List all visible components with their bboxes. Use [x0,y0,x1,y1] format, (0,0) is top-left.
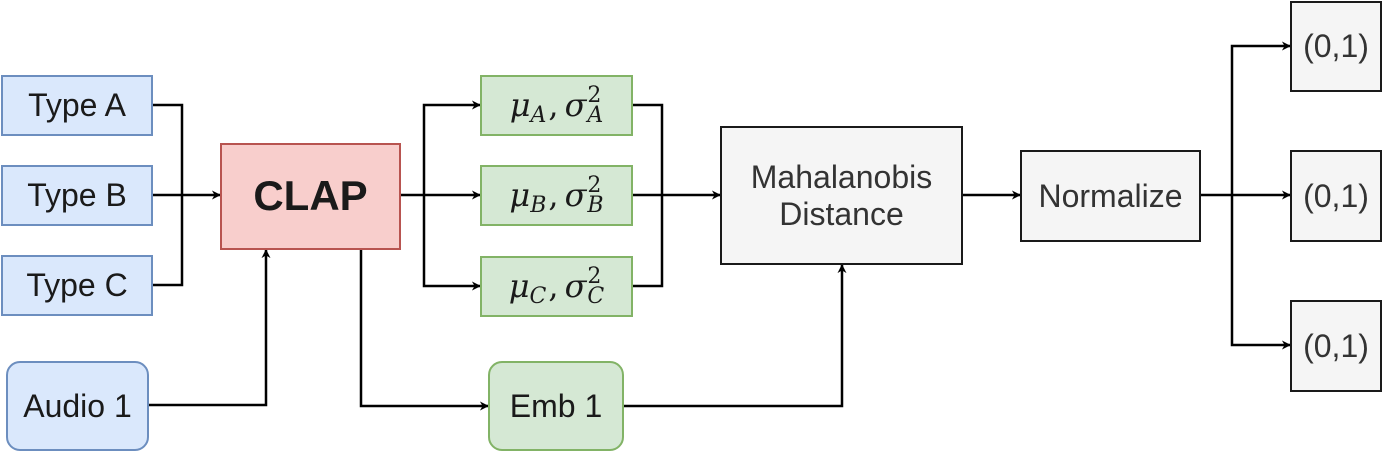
sigma-subscript: C [587,283,605,309]
clap-model: CLAP [220,143,401,250]
output-1: (0,1) [1290,1,1382,92]
edge-type-c-to-clap [152,195,184,287]
comma: , [548,267,559,306]
output-2: (0,1) [1290,150,1382,242]
mahalanobis-distance-node: Mahalanobis Distance [720,126,963,265]
mu-symbol: μ [508,267,530,306]
edge-clap-to-stat-a [422,100,481,195]
sigma-symbol: σ [564,86,587,125]
normalize-node: Normalize [1020,150,1201,242]
edge-clap-to-stat-c [422,195,481,291]
input-type-a: Type A [1,75,153,136]
comma: , [548,176,559,215]
edge-clap-to-emb [359,250,489,411]
sigma-superscript: 2 [587,172,602,198]
mu-subscript: C [529,283,547,309]
sigma-superscript: 2 [587,263,602,289]
edge-stat-a-to-distance [632,103,664,195]
mu-symbol: μ [509,86,531,125]
sigma-superscript: 2 [587,82,602,108]
edge-normalize-to-output-3 [1230,195,1291,350]
sigma-subscript: B [587,192,604,218]
mu-subscript: B [530,192,547,218]
edge-type-a-to-clap [152,103,184,195]
embedding-node: Emb 1 [488,361,624,451]
output-3: (0,1) [1290,300,1382,392]
input-type-b: Type B [1,165,153,226]
mu-symbol: μ [509,176,531,215]
sigma-symbol: σ [564,267,587,306]
edge-normalize-to-output-1 [1230,41,1291,195]
comma: , [548,86,559,125]
input-audio: Audio 1 [6,361,149,451]
edge-audio-to-clap [148,249,271,407]
sigma-symbol: σ [564,176,587,215]
edge-stat-c-to-distance [632,195,664,288]
mu-subscript: A [530,102,547,128]
edge-emb-to-distance [624,264,847,408]
input-type-c: Type C [1,255,153,316]
sigma-subscript: A [587,102,604,128]
